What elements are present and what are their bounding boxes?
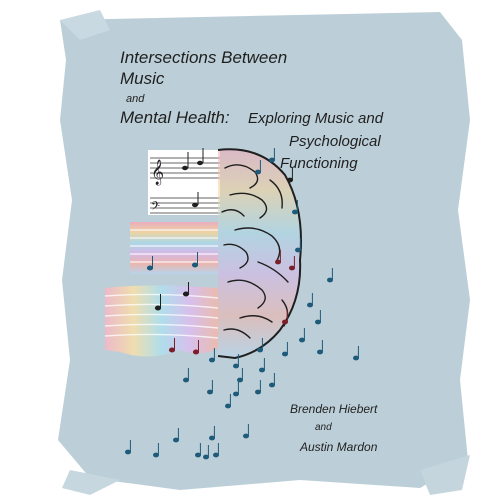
subtitle-line-2: Psychological bbox=[289, 133, 381, 150]
title-line-1: Intersections Between bbox=[120, 48, 288, 67]
subtitle-line-3: Functioning bbox=[280, 155, 358, 172]
subtitle-line-1: Exploring Music and bbox=[248, 110, 384, 127]
title-line-3: Mental Health: bbox=[120, 108, 230, 127]
author-1: Brenden Hiebert bbox=[290, 402, 378, 416]
lower-staff-block bbox=[104, 282, 219, 357]
treble-staff-block: 𝄞 𝄢 bbox=[148, 148, 220, 216]
title-and: and bbox=[126, 93, 145, 105]
bass-clef-icon: 𝄢 bbox=[151, 200, 160, 216]
treble-clef-icon: 𝄞 bbox=[151, 159, 164, 185]
author-and: and bbox=[315, 422, 332, 433]
middle-staff-block bbox=[130, 222, 218, 274]
author-2: Austin Mardon bbox=[300, 440, 378, 454]
title-line-2: Music bbox=[120, 69, 165, 88]
music-note-icon bbox=[125, 148, 359, 460]
